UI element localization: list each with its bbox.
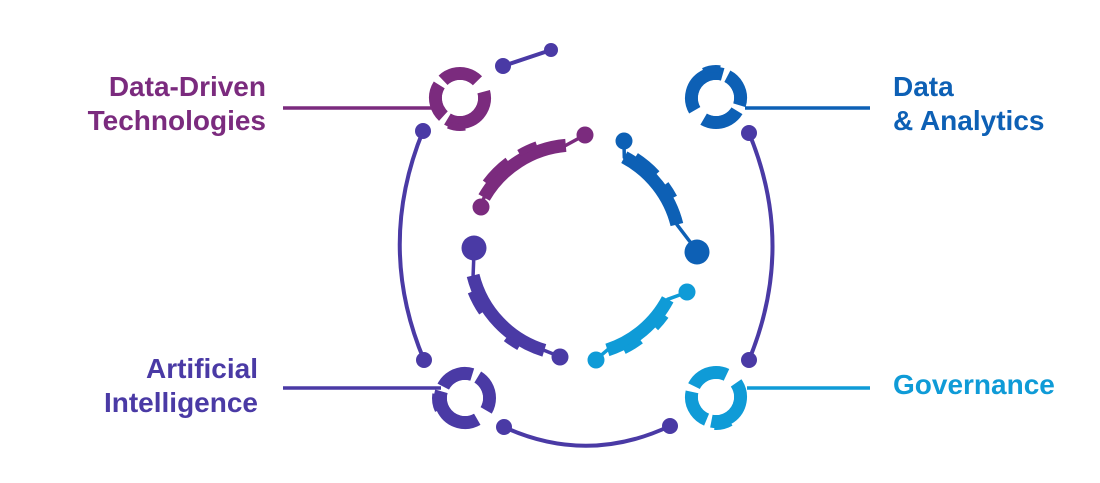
node-center bbox=[698, 80, 734, 116]
node-center bbox=[447, 380, 483, 416]
arc-endpoint-dot bbox=[615, 132, 633, 150]
arc-body bbox=[478, 138, 567, 201]
arc-body bbox=[621, 151, 684, 227]
inner-arc-governance bbox=[587, 283, 696, 369]
label-line: Data-Driven bbox=[108, 71, 266, 102]
node-ring bbox=[685, 67, 747, 129]
label-line: Intelligence bbox=[103, 387, 258, 418]
label-data-driven-technologies: Data-Driven Technologies bbox=[88, 70, 266, 138]
arc-endpoint-dot bbox=[576, 126, 594, 144]
node-ring-tab bbox=[432, 393, 442, 412]
node-icon-data-driven-technologies bbox=[429, 67, 491, 131]
arc-endpoint-dot-large bbox=[461, 235, 487, 261]
connector-arc-bottom bbox=[503, 424, 671, 448]
label-line: Governance bbox=[893, 369, 1055, 400]
connector-dot bbox=[495, 58, 511, 74]
arc-endpoint-dot bbox=[551, 348, 569, 366]
arc-body bbox=[466, 273, 547, 357]
arc-endpoint-dot-large bbox=[684, 239, 710, 265]
arc-notch bbox=[482, 157, 510, 185]
arc-notch bbox=[662, 182, 677, 200]
connector-dot bbox=[415, 123, 431, 139]
arc-notch bbox=[503, 335, 521, 351]
label-data-analytics: Data & Analytics bbox=[893, 70, 1044, 138]
label-line: Artificial bbox=[145, 353, 258, 384]
connector-dot bbox=[544, 43, 558, 57]
connector-dot bbox=[496, 419, 512, 435]
arc-endpoint-dot bbox=[587, 351, 605, 369]
node-center bbox=[698, 379, 734, 415]
outer-connector-arcs bbox=[397, 43, 775, 448]
node-icon-artificial-intelligence bbox=[432, 367, 496, 429]
label-line: & Analytics bbox=[893, 105, 1045, 136]
connector-dot bbox=[416, 352, 432, 368]
inner-arc-data-driven-technologies bbox=[472, 126, 594, 216]
connector-arc-right bbox=[747, 132, 775, 361]
node-center bbox=[442, 80, 478, 116]
arc-body bbox=[605, 296, 674, 357]
node-ring-tab bbox=[447, 121, 466, 131]
node-icon-data-analytics bbox=[685, 65, 747, 129]
label-governance: Governance bbox=[893, 368, 1055, 402]
label-artificial-intelligence: Artificial Intelligence bbox=[104, 352, 258, 420]
node-ring-tab bbox=[714, 419, 733, 430]
connector-arc-left bbox=[397, 130, 426, 361]
label-line: Data bbox=[893, 71, 954, 102]
node-ring bbox=[685, 366, 747, 428]
arc-notch bbox=[634, 153, 660, 177]
label-leader-lines bbox=[283, 106, 870, 390]
inner-arc-data-analytics bbox=[615, 132, 710, 265]
label-line: Technologies bbox=[87, 105, 266, 136]
connector-dot bbox=[741, 125, 757, 141]
arc-notch bbox=[517, 141, 538, 157]
arc-endpoint-dot bbox=[472, 198, 490, 216]
node-ring bbox=[429, 67, 491, 129]
connector-dot bbox=[741, 352, 757, 368]
inner-arc-artificial-intelligence bbox=[461, 235, 569, 366]
node-icon-governance bbox=[685, 366, 747, 430]
connector-segment-top bbox=[502, 48, 552, 68]
arc-notch bbox=[467, 290, 486, 315]
arc-endpoint-dot bbox=[678, 283, 696, 301]
node-ring-tab bbox=[702, 65, 721, 75]
connector-dot bbox=[662, 418, 678, 434]
arc-notch bbox=[653, 313, 669, 331]
arc-notch bbox=[622, 337, 643, 354]
